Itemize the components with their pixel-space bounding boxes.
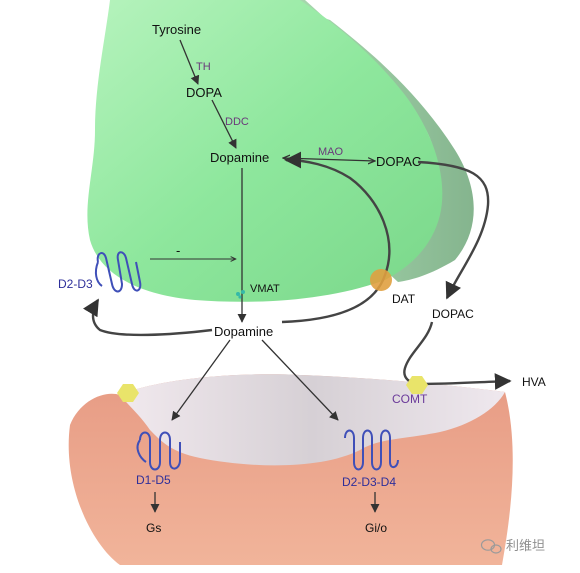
presynaptic-terminal: [87, 0, 474, 302]
labels: Tyrosine TH DOPA DDC Dopamine MAO DOPAC …: [58, 22, 546, 535]
postsynaptic-cleft-surface: [120, 374, 505, 466]
arrow-dopa-to-dopamine: [211, 99, 237, 149]
label-dopac-top: DOPAC: [376, 154, 421, 169]
label-dopamine-presynaptic: Dopamine: [210, 150, 269, 165]
receptor-arrows: [150, 339, 380, 513]
dat-transporter-icon: [370, 269, 392, 291]
label-dopa: DOPA: [186, 85, 222, 100]
comt-enzyme-icon: [406, 376, 428, 394]
label-inhibit-sign: -: [176, 243, 180, 258]
label-dopamine-synaptic: Dopamine: [214, 324, 273, 339]
label-vmat: VMAT: [250, 283, 280, 295]
arrow-dat-reuptake: [281, 151, 391, 324]
label-th: TH: [196, 61, 211, 73]
label-gs: Gs: [146, 521, 161, 535]
label-comt: COMT: [392, 392, 428, 406]
label-tyrosine: Tyrosine: [152, 22, 201, 37]
label-mao: MAO: [318, 146, 344, 158]
label-autoreceptor: D2-D3: [58, 277, 93, 291]
d2-d3-autoreceptor-icon: [94, 251, 142, 293]
transport-arrows: [83, 151, 512, 390]
presynaptic-body: [87, 0, 443, 302]
wechat-icon: [480, 539, 502, 554]
arrow-tyrosine-to-dopa: [179, 39, 200, 85]
label-dat: DAT: [392, 292, 416, 306]
label-ddc: DDC: [225, 116, 249, 128]
arrow-dopamine-to-d1: [171, 339, 231, 421]
postsynaptic-neuron: [68, 374, 513, 565]
label-hva: HVA: [522, 375, 546, 389]
arrow-autoreceptor-feedback: [83, 298, 213, 337]
arrow-dopac-efflux: [417, 160, 490, 300]
label-d2-d3-d4: D2-D3-D4: [342, 475, 396, 489]
comt-enzyme-postsynaptic-icon: [117, 384, 139, 402]
arrow-dopamine-to-d2: [261, 339, 339, 421]
d2-d3-d4-receptor-icon: [344, 429, 399, 471]
label-d1-d5: D1-D5: [136, 473, 171, 487]
watermark-text: 利维坦: [506, 539, 545, 554]
label-dopac-mid: DOPAC: [432, 307, 474, 321]
label-gi-o: Gi/o: [365, 521, 387, 535]
arrow-dopac-to-comt: [403, 321, 512, 390]
watermark: 利维坦: [480, 539, 545, 554]
presynaptic-shadow: [270, 0, 474, 282]
vmat-dots: [236, 290, 245, 299]
d1-d5-receptor-icon: [136, 431, 181, 471]
